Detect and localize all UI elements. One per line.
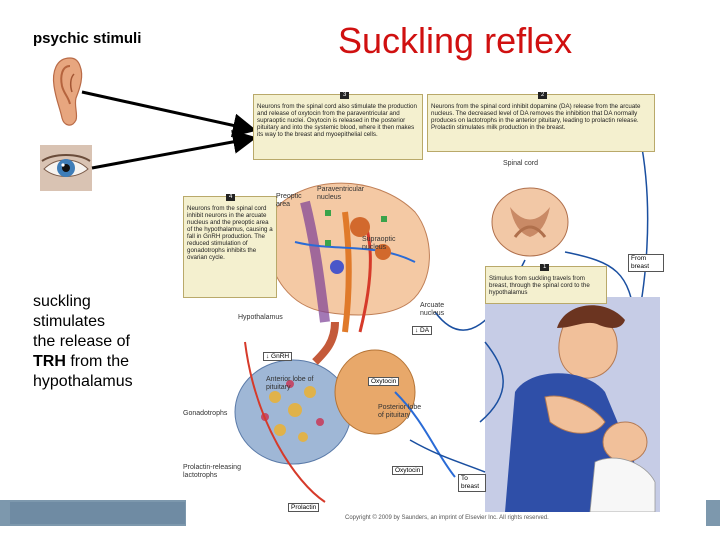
label-gnrh: ↓ GnRH	[263, 352, 293, 361]
label-prolactin: Prolactin	[288, 503, 320, 512]
label-spinal-cord: Spinal cord	[503, 160, 539, 167]
footer-accent	[10, 502, 185, 524]
label-from-breast: From breast	[628, 254, 664, 272]
caption-trh: TRH	[33, 353, 66, 370]
caption-line: TRH from the	[33, 352, 133, 372]
box-2-badge: 2	[538, 92, 548, 99]
label-paraventricular-nucleus: Paraventricular nucleus	[317, 186, 365, 201]
label-anterior-lobe: Anterior lobe of pituitary	[266, 376, 314, 391]
caption-line: hypothalamus	[33, 373, 133, 390]
label-to-breast: To breast	[458, 474, 486, 492]
suckling-reflex-diagram	[234, 136, 660, 512]
box-1-badge: 1	[540, 264, 550, 271]
diagram-box-2: 2 Neurons from the spinal cord inhibit d…	[427, 92, 655, 152]
box-1-text: Stimulus from suckling travels from brea…	[489, 275, 590, 296]
caption-line-rest: from the	[65, 353, 130, 370]
label-oxytocin: Oxytocin	[368, 377, 400, 386]
hypothalamus-illustration	[264, 182, 430, 333]
copyright-text: Copyright © 2009 by Saunders, an imprint…	[345, 515, 549, 521]
box-2-text: Neurons from the spinal cord inhibit dop…	[431, 103, 641, 131]
box-4-text: Neurons from the spinal cord inhibit neu…	[187, 205, 273, 261]
ear-image	[52, 57, 83, 126]
caption-line: the release of	[33, 333, 130, 350]
mother-baby-illustration	[485, 297, 660, 512]
label-gonadotrophs: Gonadotrophs	[183, 410, 228, 417]
label-posterior-lobe: Posterior lobe of pituitary	[378, 404, 422, 419]
eye-image	[40, 145, 92, 191]
label-arcuate-nucleus: Arcuate nucleus	[420, 302, 445, 317]
diagram-box-4: 4 Neurons from the spinal cord inhibit n…	[183, 194, 277, 298]
box-4-badge: 4	[226, 194, 236, 201]
spinal-cord-section	[491, 187, 569, 257]
slide-title: Suckling reflex	[338, 20, 573, 61]
pituitary-illustration	[234, 321, 456, 503]
label-supraoptic-nucleus: Supraoptic nucleus	[362, 236, 396, 251]
caption-text: suckling stimulates the release of TRH f…	[33, 292, 133, 392]
label-prolactin-releasing: Prolactin-releasing lactotrophs	[183, 464, 241, 479]
label-oxytocin-2: Oxytocin	[392, 466, 424, 475]
box-3-badge: 3	[340, 92, 350, 99]
caption-line: stimulates	[33, 313, 106, 330]
caption-line: suckling	[33, 293, 91, 310]
psychic-stimuli-label: psychic stimuli	[33, 30, 142, 47]
label-da: ↓ DA	[412, 326, 433, 335]
label-preoptic-area: Preoptic area	[276, 193, 302, 208]
label-hypothalamus: Hypothalamus	[238, 314, 283, 321]
diagram-box-1: 1 Stimulus from suckling travels from br…	[485, 264, 607, 304]
diagram-box-3: 3 Neurons from the spinal cord also stim…	[253, 92, 423, 160]
box-3-text: Neurons from the spinal cord also stimul…	[257, 103, 417, 138]
